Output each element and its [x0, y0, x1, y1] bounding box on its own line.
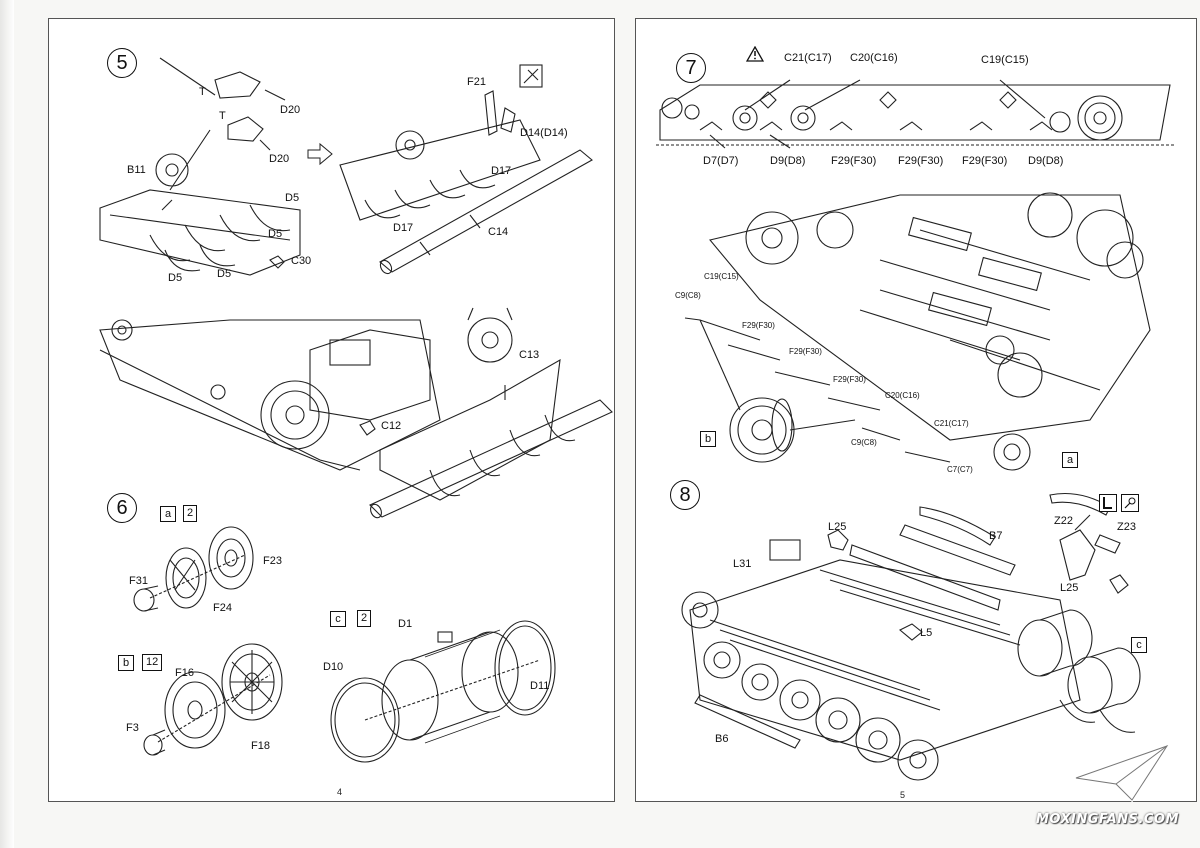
part-label: T: [199, 86, 206, 98]
part-label: D20: [269, 153, 290, 165]
part-label: C7(C7): [947, 465, 973, 474]
part-label: D14(D14): [520, 127, 568, 139]
part-label: C21(C17): [784, 52, 832, 64]
step-8-number: 8: [670, 480, 700, 510]
part-label: D17: [491, 165, 512, 177]
part-label: D20: [280, 104, 301, 116]
part-label: C9(C8): [675, 291, 701, 300]
knife-cut-icon: [1099, 494, 1117, 512]
part-label: C20(C16): [850, 52, 898, 64]
quantity-a: 2: [183, 505, 198, 522]
part-label: D5: [217, 268, 232, 280]
part-label: F24: [213, 602, 232, 614]
part-label: L25: [828, 521, 847, 533]
part-label: C13: [519, 349, 540, 361]
part-label: B11: [127, 164, 146, 176]
part-label: D5: [268, 228, 283, 240]
part-label: D9(D8): [1028, 155, 1064, 167]
part-label: D17: [393, 222, 414, 234]
warning-triangle-icon: [746, 46, 764, 62]
part-label: F16: [175, 667, 194, 679]
sub-assembly-a-box: a: [160, 506, 176, 522]
page-number: 4: [337, 787, 343, 797]
step6-fuel-drum: [330, 620, 556, 763]
step5-exploded-frame: [99, 57, 301, 276]
part-label: D7(D7): [703, 155, 739, 167]
left-edge-shadow: [0, 0, 14, 848]
step6-idler-wheel: [133, 526, 254, 612]
sub-assembly-b-box: b: [700, 431, 716, 447]
part-label: T: [219, 110, 226, 122]
quantity-b: 12: [142, 654, 163, 671]
part-label: F31: [129, 575, 148, 587]
part-label: D5: [285, 192, 300, 204]
step-5-number: 5: [107, 48, 137, 78]
part-label: L5: [920, 627, 933, 639]
part-label: C14: [488, 226, 509, 238]
glue-tube-icon: [1121, 494, 1139, 512]
part-label: Z23: [1117, 521, 1136, 533]
step7-side-view: [656, 79, 1175, 149]
part-label: C19(C15): [981, 54, 1029, 66]
part-label: F3: [126, 722, 139, 734]
part-label: F29(F30): [831, 155, 877, 167]
part-label: F29(F30): [898, 155, 944, 167]
part-label: D9(D8): [770, 155, 806, 167]
part-label: F29(F30): [742, 321, 775, 330]
part-label: C20(C16): [885, 391, 920, 400]
sub-assembly-c-box: c: [1131, 637, 1147, 653]
part-label: B6: [715, 733, 729, 745]
step5-assembled-frame: [339, 64, 593, 275]
part-label: C19(C15): [704, 272, 739, 281]
left-page: [48, 18, 615, 802]
step-7-number: 7: [676, 53, 706, 83]
part-label: F29(F30): [833, 375, 866, 384]
sub-assembly-a-box: a: [1062, 452, 1078, 468]
part-label: L31: [733, 558, 752, 570]
part-label: F18: [251, 740, 270, 752]
step-6-number: 6: [107, 493, 137, 523]
paper-plane-logo: [1075, 743, 1171, 803]
watermark-text: MOXINGFANS.COM: [1036, 812, 1179, 827]
part-label: F23: [263, 555, 282, 567]
part-label: C30: [291, 255, 312, 267]
part-label: F29(F30): [962, 155, 1008, 167]
part-label: L25: [1060, 582, 1079, 594]
part-label: D10: [323, 661, 344, 673]
part-label: F21: [467, 76, 486, 88]
right-page: [635, 18, 1197, 802]
sub-assembly-c-box: c: [330, 611, 346, 627]
step7-iso-view: [684, 192, 1151, 471]
quantity-c: 2: [357, 610, 372, 627]
part-label: D5: [168, 272, 183, 284]
step6-road-wheel: [143, 643, 283, 756]
part-label: B7: [989, 530, 1003, 542]
step5-hull-view: [99, 307, 613, 519]
page-number: 5: [900, 790, 906, 800]
part-label: D1: [398, 618, 413, 630]
part-label: C9(C8): [851, 438, 877, 447]
sub-assembly-b-box: b: [118, 655, 134, 671]
step5-arrow: [307, 142, 333, 166]
part-label: C12: [381, 420, 402, 432]
step8-chassis-view: [681, 506, 1141, 781]
part-label: D11: [530, 680, 550, 692]
part-label: C21(C17): [934, 419, 969, 428]
part-label: Z22: [1054, 515, 1073, 527]
part-label: F29(F30): [789, 347, 822, 356]
